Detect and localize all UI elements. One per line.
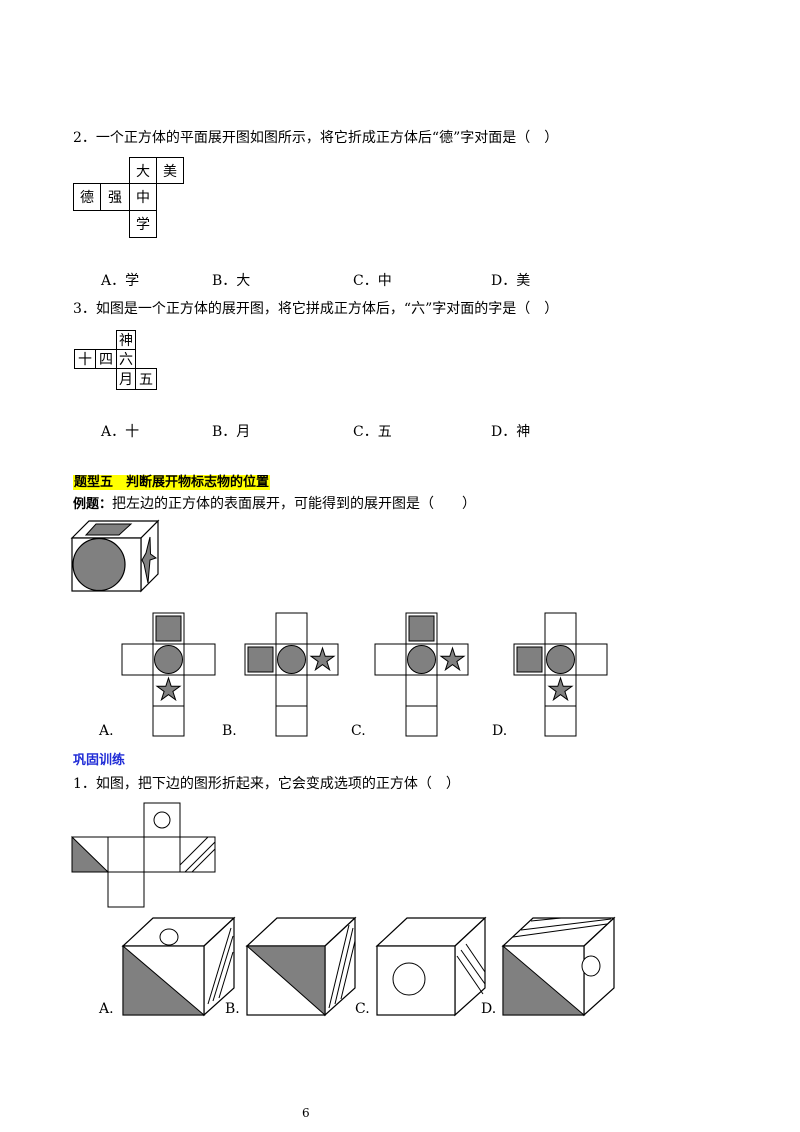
example-option-c[interactable]: C. <box>351 723 366 739</box>
q3-option-d[interactable]: D．神 <box>491 424 531 440</box>
practice-option-a[interactable]: A. <box>99 1001 114 1017</box>
practice-question: 1．如图，把下边的图形折起来，它会变成选项的正方体（ ） <box>73 776 460 792</box>
example-option-a[interactable]: A. <box>99 723 114 739</box>
section-heading: 题型五 判断展开物标志物的位置 <box>73 475 271 490</box>
example-cube <box>70 519 160 593</box>
q2-option-d[interactable]: D．美 <box>491 273 531 289</box>
q2-cell-zhong: 中 <box>129 183 157 211</box>
q2-cell-da: 大 <box>129 157 157 184</box>
q3-cell-wu: 五 <box>135 368 157 390</box>
q2-cell-de: 德 <box>73 183 101 211</box>
practice-option-b[interactable]: B. <box>225 1001 240 1017</box>
example-net-d <box>513 612 608 737</box>
q3-cell-liu: 六 <box>116 349 136 369</box>
practice-net <box>71 802 216 908</box>
practice-cube-b <box>245 916 357 1017</box>
q3-cell-yue: 月 <box>116 368 136 390</box>
example-option-d[interactable]: D. <box>492 723 508 739</box>
q2-option-b[interactable]: B．大 <box>212 273 251 289</box>
q2-cell-mei: 美 <box>156 157 184 184</box>
example-text: 把左边的正方体的表面展开，可能得到的展开图是（ ） <box>112 496 477 512</box>
practice-cube-c <box>375 916 487 1017</box>
q3-option-a[interactable]: A．十 <box>101 424 140 440</box>
practice-cube-a <box>121 916 236 1017</box>
q2-option-c[interactable]: C．中 <box>353 273 392 289</box>
practice-heading: 巩固训练 <box>73 753 126 768</box>
q2-option-a[interactable]: A．学 <box>101 273 140 289</box>
practice-option-d[interactable]: D. <box>481 1001 497 1017</box>
page-number: 6 <box>302 1106 310 1120</box>
example-net-c <box>374 612 469 737</box>
q3-cell-si: 四 <box>95 349 117 369</box>
q2-cell-qiang: 强 <box>100 183 130 211</box>
q3-cell-shi: 十 <box>74 349 96 369</box>
example-option-b[interactable]: B. <box>222 723 237 739</box>
example-net-a <box>121 612 216 737</box>
q3-option-c[interactable]: C．五 <box>353 424 392 440</box>
example-net-b <box>244 612 339 737</box>
example-label: 例题： <box>73 497 113 512</box>
q3-option-b[interactable]: B．月 <box>212 424 251 440</box>
practice-option-c[interactable]: C. <box>355 1001 370 1017</box>
example-line: 例题：把左边的正方体的表面展开，可能得到的展开图是（ ） <box>73 496 476 513</box>
q3-question: 3．如图是一个正方体的展开图，将它拼成正方体后，“六”字对面的字是（ ） <box>73 301 559 317</box>
q3-cell-shen: 神 <box>116 330 136 350</box>
practice-cube-d <box>501 916 616 1017</box>
q2-question: 2．一个正方体的平面展开图如图所示，将它折成正方体后“德”字对面是（ ） <box>73 130 559 146</box>
q2-cell-xue: 学 <box>129 210 157 238</box>
